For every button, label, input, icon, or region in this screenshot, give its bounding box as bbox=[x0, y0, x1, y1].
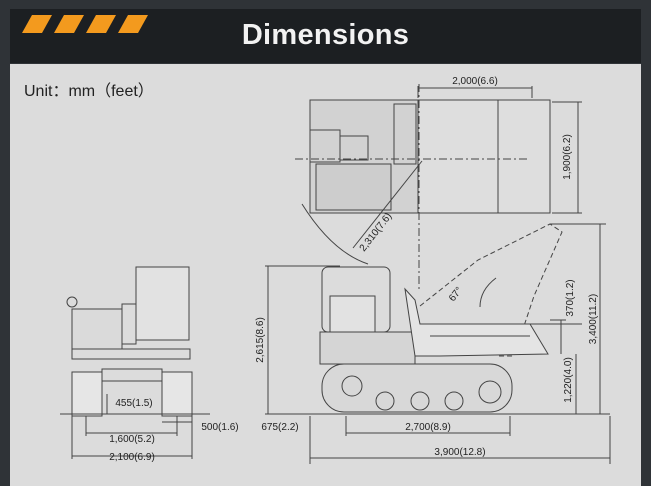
dim-overall-width: 2,100(6.9) bbox=[109, 452, 155, 463]
dim-overall-height-raised: 3,400(11.2) bbox=[588, 294, 599, 344]
dim-track-base: 2,700(8.9) bbox=[405, 422, 451, 433]
top-view bbox=[295, 84, 582, 289]
side-view bbox=[265, 223, 611, 464]
dim-overall-length: 3,900(12.8) bbox=[434, 447, 485, 458]
front-view bbox=[60, 266, 210, 459]
dim-ground-clearance: 455(1.5) bbox=[115, 398, 152, 409]
dim-track-gauge: 1,600(5.2) bbox=[109, 434, 155, 445]
page-header: Dimensions bbox=[10, 9, 641, 63]
dim-bed-drop: 370(1.2) bbox=[565, 279, 576, 316]
dimension-drawing: 2,000(6.6) 1,900(6.2) 2,310(7.6) 67° 3,4… bbox=[60, 76, 611, 464]
diagram-panel: Unit：mm（feet） bbox=[10, 64, 641, 486]
unit-label: Unit：mm（feet） bbox=[24, 83, 154, 100]
dim-bed-height: 1,220(4.0) bbox=[563, 357, 574, 403]
dim-top-width: 2,000(6.6) bbox=[452, 76, 498, 87]
page-title: Dimensions bbox=[241, 19, 410, 51]
dim-dump-angle: 67° bbox=[447, 285, 465, 304]
dim-rear-overhang: 675(2.2) bbox=[261, 422, 298, 433]
dim-top-length: 1,900(6.2) bbox=[562, 134, 573, 180]
accent-stripes bbox=[22, 15, 148, 33]
dim-overall-height: 2,615(8.6) bbox=[255, 317, 266, 363]
dim-turning-radius: 2,310(7.6) bbox=[358, 211, 395, 254]
dim-track-width: 500(1.6) bbox=[201, 422, 238, 433]
